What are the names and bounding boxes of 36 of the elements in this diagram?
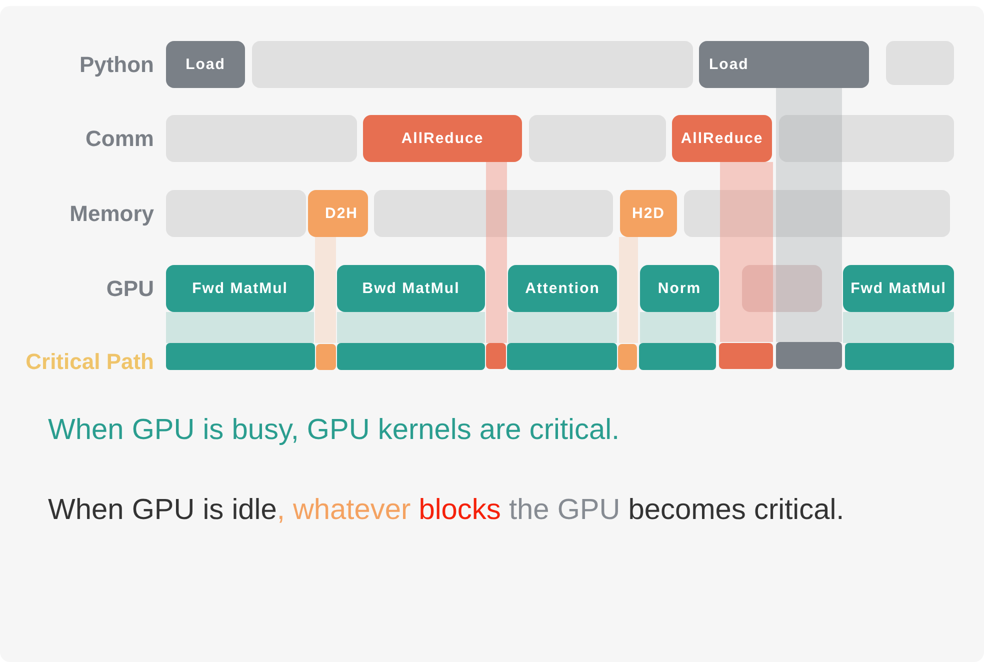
kernel-block: Fwd MatMul [843,265,954,312]
shade-band [508,312,617,343]
kernel-block: Fwd MatMul [166,265,314,312]
task-block: AllReduce [672,115,772,162]
critical-path-segment [618,344,637,370]
empty-slot-bar [684,190,950,237]
critical-path-segment [166,343,315,370]
row-label: GPU [105,276,154,302]
critical-path-segment [507,343,617,370]
critical-path-segment [486,343,506,369]
shade-band [166,312,314,343]
shade-band [337,312,485,343]
shade-band [843,312,954,343]
shade-band [640,312,716,343]
row-label: Python [78,52,154,78]
kernel-block: Bwd MatMul [337,265,485,312]
empty-slot-bar [779,115,954,162]
task-block: Load [166,41,245,88]
kernel-block: Norm [640,265,719,312]
task-block: D2H [308,190,368,237]
critical-path-segment [639,343,716,370]
critical-path-segment [337,343,485,370]
task-block: H2D [620,190,677,237]
caption-sentence: When GPU is busy, GPU kernels are critical. [48,414,620,447]
critical-path-segment [776,342,842,369]
task-block: Load [699,41,869,88]
row-label: Comm [84,126,154,152]
task-block: AllReduce [363,115,522,162]
critical-path-segment [316,344,336,370]
caption-sentence: When GPU is idle, whatever blocks the GPU becomes critical. [48,494,844,527]
critical-path-segment [845,343,954,370]
row-label: Memory [68,201,154,227]
kernel-block: Attention [508,265,617,312]
row-label-critical: Critical Path [24,349,154,375]
empty-slot-bar [374,190,613,237]
critical-path-segment [719,343,773,369]
